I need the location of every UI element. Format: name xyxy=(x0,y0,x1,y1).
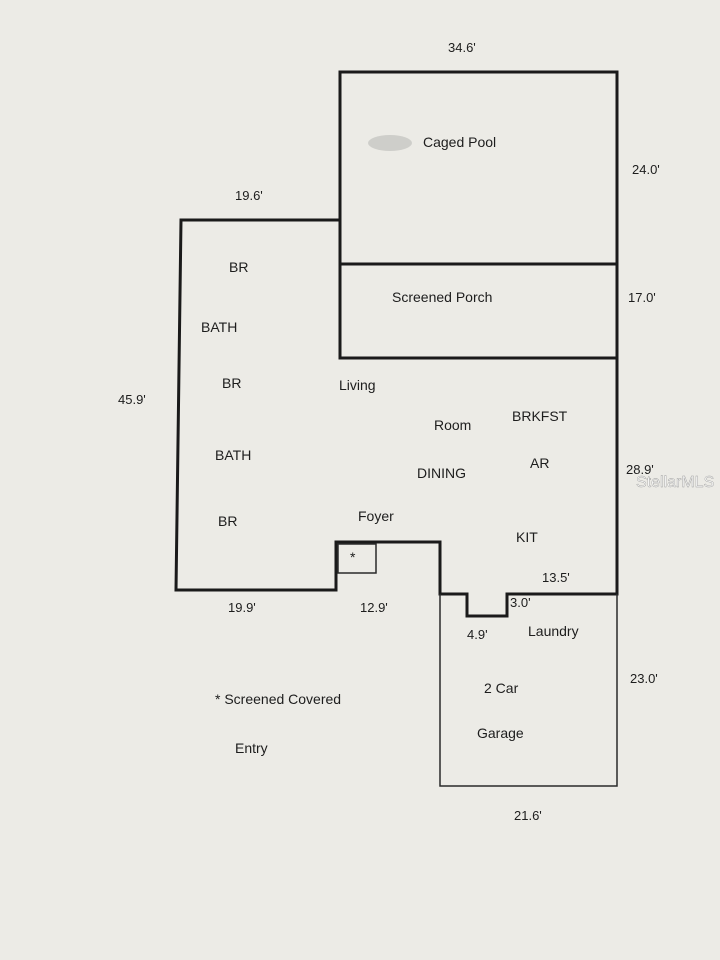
room-room: Room xyxy=(434,417,471,433)
room-br-3: BR xyxy=(218,513,237,529)
dim-main-depth: 28.9' xyxy=(626,462,654,477)
dim-pool-depth: 24.0' xyxy=(632,162,660,177)
room-kit: KIT xyxy=(516,529,538,545)
room-caged-pool: Caged Pool xyxy=(423,134,496,150)
room-br-1: BR xyxy=(229,259,248,275)
entry-marker: * xyxy=(350,549,356,565)
room-labels: Caged Pool Screened Porch BR BATH BR BAT… xyxy=(201,134,579,741)
screened-porch-outline xyxy=(338,262,619,360)
dim-garage-depth: 23.0' xyxy=(630,671,658,686)
garage-outline xyxy=(439,594,618,787)
dim-entry-width: 12.9' xyxy=(360,600,388,615)
dim-top-width: 34.6' xyxy=(448,40,476,55)
room-bath-2: BATH xyxy=(215,447,251,463)
note-screened-covered: * Screened Covered xyxy=(215,691,341,707)
room-living: Living xyxy=(339,377,376,393)
room-garage: Garage xyxy=(477,725,524,741)
stellarmls-watermark: StellarMLS xyxy=(636,474,714,491)
dimension-labels: 34.6' 24.0' 19.6' 17.0' 45.9' 28.9' 13.5… xyxy=(118,40,660,823)
dim-overall-depth: 45.9' xyxy=(118,392,146,407)
room-foyer: Foyer xyxy=(358,508,394,524)
room-laundry: Laundry xyxy=(528,623,579,639)
room-bath-1: BATH xyxy=(201,319,237,335)
dim-porch-depth: 17.0' xyxy=(628,290,656,305)
caged-pool-outline xyxy=(338,70,619,266)
note-entry: Entry xyxy=(235,740,268,756)
room-br-2: BR xyxy=(222,375,241,391)
room-dining: DINING xyxy=(417,465,466,481)
dim-left-bottom-width: 19.9' xyxy=(228,600,256,615)
dim-left-wing-width: 19.6' xyxy=(235,188,263,203)
screened-entry-box xyxy=(337,543,377,574)
dim-garage-width: 21.6' xyxy=(514,808,542,823)
room-brkfst: BRKFST xyxy=(512,408,568,424)
dim-laundry-notch: 3.0' xyxy=(510,595,531,610)
room-screened-porch: Screened Porch xyxy=(392,289,492,305)
walls xyxy=(174,70,619,787)
main-house-outline xyxy=(174,218,619,618)
dim-kitchen-width: 13.5' xyxy=(542,570,570,585)
room-ar: AR xyxy=(530,455,549,471)
dim-garage-notch: 4.9' xyxy=(467,627,488,642)
notes: * Screened Covered Entry xyxy=(215,691,341,756)
room-two-car: 2 Car xyxy=(484,680,519,696)
redaction-smudge xyxy=(368,135,412,151)
